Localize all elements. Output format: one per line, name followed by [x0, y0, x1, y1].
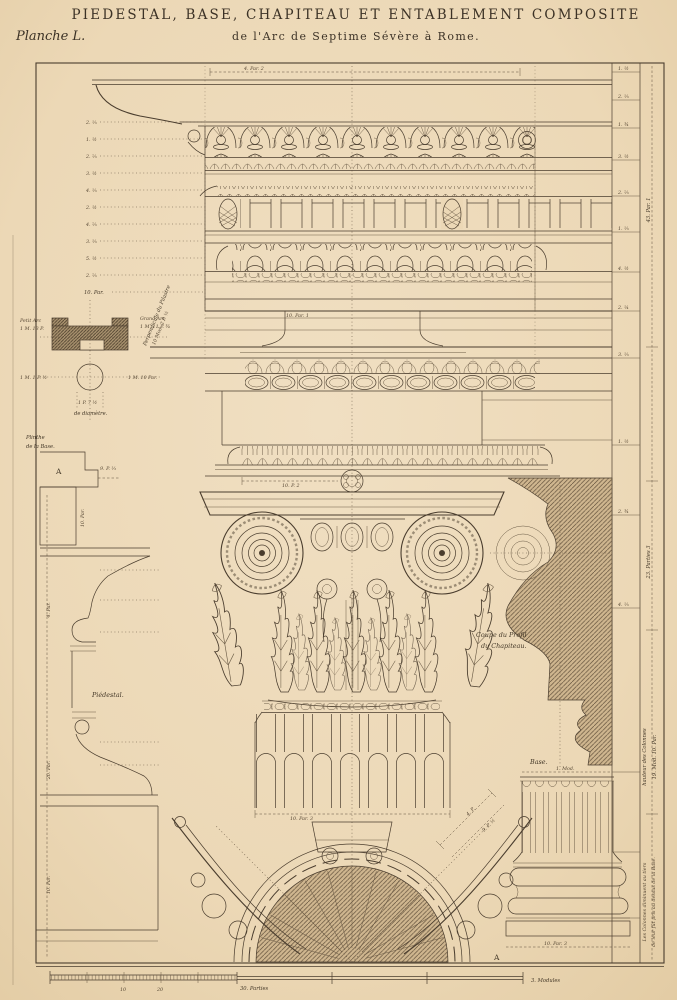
- left-dimension-column: 2. ⅓ 1. ½ 2. ⅔ 3. ½ 4. ⅓ 2. ½ 4. ⅔ 3. ⅓ …: [84, 120, 205, 296]
- scale-modules-label: 3. Modules: [531, 978, 560, 984]
- right-note-columns-2: 19. Mod. 10. Par.: [652, 734, 658, 779]
- capital-section: Coupe du Profil du Chapiteau.: [476, 477, 613, 770]
- base-width-dim: 1. Mod.: [556, 766, 575, 772]
- diameter-dim: 1 P. 7 ½: [78, 399, 97, 406]
- tick: 4. ⅓: [85, 188, 97, 194]
- base-bottom-dim: 10. Par. 3: [544, 941, 567, 947]
- circle-dim-left: 1 M. 1 P. ½: [20, 374, 47, 381]
- right-note-diminution-1: Les Colonnes diminuent au tiers: [642, 862, 648, 942]
- plate-subtitle: de l'Arc de Septime Sévère à Rome.: [232, 30, 480, 43]
- pilaster-section: Perpendicule du Pilastre 10 Mod. 2 P. ½ …: [19, 285, 172, 420]
- rtick: 4. ⅓: [617, 602, 629, 608]
- tick: 2. ½: [85, 204, 97, 211]
- piedestal-label: Piédestal.: [91, 691, 124, 699]
- rtick: 1. ⅓: [618, 226, 629, 232]
- rtick: 1. ½: [618, 65, 629, 72]
- die-dim: 10. Par.: [80, 508, 86, 527]
- planche-number: Planche L.: [15, 29, 85, 44]
- marker-a-plinth: A: [55, 467, 62, 476]
- dim-frieze: 10. Par. 1: [286, 313, 309, 319]
- scale-bar: 10 20 30. Parties 3. Modules: [49, 971, 560, 993]
- entablature-elevation: [92, 68, 612, 331]
- rtick: 2. ⅔: [617, 190, 629, 196]
- tick: 3. ⅓: [86, 239, 97, 245]
- margin-dim-2: 20. Par.: [46, 760, 52, 780]
- rtick: 2. ¾: [617, 508, 629, 515]
- rtick: 4. ½: [617, 265, 629, 272]
- tick: 5. ½: [86, 255, 97, 262]
- column-neck: [150, 311, 612, 485]
- marker-a-base: A: [493, 953, 500, 962]
- tick: 3. ½: [86, 170, 97, 177]
- scale-parties-label: 30. Parties: [240, 986, 269, 992]
- right-note-diminution-2: de leur fût pris au dessus de la Base.: [650, 857, 657, 947]
- capital-plan: [171, 788, 533, 963]
- right-note-columns-1: hauteur des Colonnes: [642, 728, 648, 786]
- right-dim-entablature: 43. Par. 1: [646, 198, 652, 224]
- rtick: 2. ⅓: [617, 94, 629, 100]
- dim-neck: 10. P. 2: [282, 483, 300, 489]
- dim-shaft: 10. Par. 3: [290, 816, 313, 822]
- composite-capital: [199, 469, 505, 818]
- dim-cornice: 4. Par. 2: [243, 66, 264, 72]
- plate-title: PIEDESTAL, BASE, CHAPITEAU ET ENTABLEMEN…: [71, 7, 640, 23]
- right-dim-capital: 23. Parties 3: [646, 545, 652, 580]
- coupe-label1: Coupe du Profil: [476, 631, 527, 639]
- tick: 4. ⅔: [85, 222, 97, 228]
- rtick: 3. ⅓: [618, 352, 629, 358]
- plinthe-label1: Plinthe: [25, 435, 45, 441]
- tick: 2. ⅔: [85, 154, 97, 160]
- right-margin: 1. ½ 2. ⅓ 1. ¾ 3. ½ 2. ⅔ 1. ⅓ 4. ½ 2. ¼ …: [612, 65, 658, 960]
- grand-arc-dim: 1 M. 11 P. ¾: [140, 323, 170, 330]
- scale-tick-10: 10: [120, 987, 126, 993]
- margin-dim-1: 4. Par.: [46, 602, 52, 619]
- rtick: 1. ½: [618, 438, 629, 445]
- tick: 2. ⅔: [85, 273, 97, 279]
- base-label: Base.: [529, 758, 548, 766]
- coupe-label2: du Chapiteau.: [481, 642, 527, 650]
- tick: 2. ⅓: [85, 120, 97, 126]
- pedestal-profiles: Plinthe de la Base. A 9. P. ⅓ 10. Par. P…: [25, 435, 160, 958]
- plate-header: PIEDESTAL, BASE, CHAPITEAU ET ENTABLEMEN…: [15, 7, 640, 44]
- base-elevation: Base. 1. Mod. 10. Par. 3 A: [493, 758, 631, 962]
- petit-arc-label: Petit Arc: [19, 318, 42, 324]
- rtick: 1. ¾: [618, 121, 629, 128]
- rtick: 2. ¼: [617, 304, 629, 311]
- grand-arc-label: Grand Arc: [140, 316, 165, 322]
- dim-10-par: 10. Par.: [84, 290, 104, 296]
- diameter-label: de diamètre.: [74, 410, 108, 417]
- plinthe-label2: de la Base.: [26, 444, 55, 450]
- petit-arc-dim: 1 M. 13 P.: [20, 326, 44, 332]
- margin-dim-3: 10. Par.: [46, 875, 52, 894]
- plinth-dim: 9. P. ⅓: [100, 466, 116, 472]
- tick: 1. ½: [86, 136, 97, 143]
- dim-plan-diag2: 9. P. ½: [480, 817, 497, 834]
- circle-dim-right: 1 M. 10 Par.: [128, 375, 158, 381]
- scale-tick-20: 20: [156, 987, 163, 993]
- dim-plan-diag1: 4. P.: [464, 806, 476, 818]
- rtick: 3. ½: [618, 153, 629, 160]
